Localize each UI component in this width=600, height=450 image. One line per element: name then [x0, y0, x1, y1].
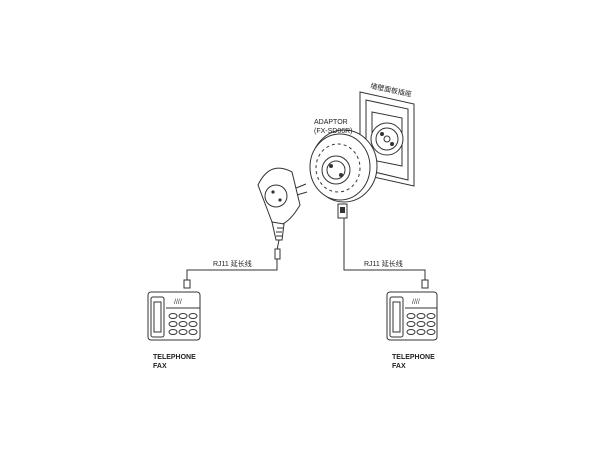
svg-text:////: ////	[174, 299, 182, 306]
right-rj11-cable	[343, 218, 429, 289]
svg-text:////: ////	[412, 299, 420, 306]
left-telephone-icon: ////	[147, 291, 201, 341]
adaptor	[309, 129, 378, 219]
plug	[257, 167, 308, 251]
right-device-label-1: TELEPHONE	[392, 354, 435, 361]
adaptor-label: ADAPTOR	[314, 119, 348, 126]
left-device-label-2: FAX	[153, 363, 167, 370]
right-device-label-2: FAX	[392, 363, 406, 370]
left-cable-label: RJ11 延长线	[213, 259, 252, 268]
right-telephone-icon: ////	[386, 291, 438, 341]
left-rj11-cable	[183, 248, 281, 289]
left-device-label-1: TELEPHONE	[153, 354, 196, 361]
adaptor-model: (FX-SD06R)	[314, 128, 353, 135]
right-cable-label: RJ11 延长线	[364, 259, 403, 268]
